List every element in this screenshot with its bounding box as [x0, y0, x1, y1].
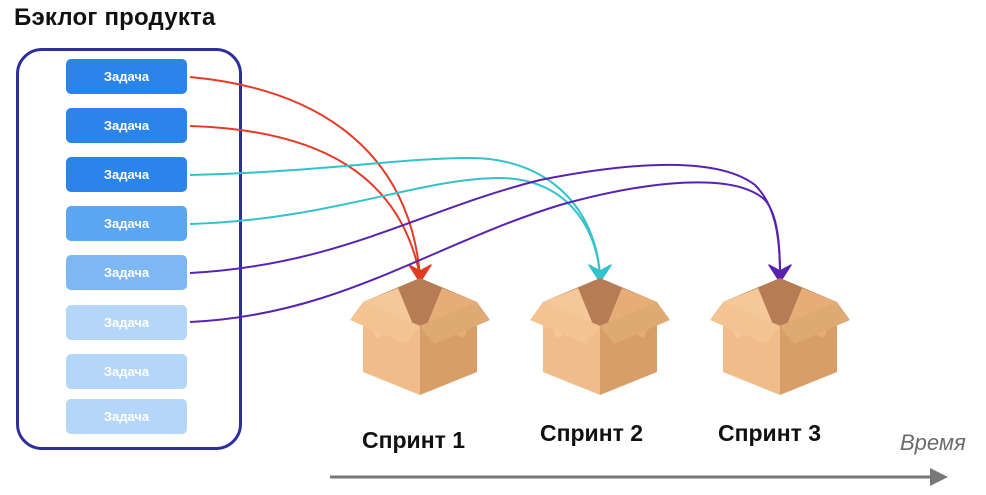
time-axis-label: Время: [900, 430, 966, 455]
sprint-box-3-icon: [710, 278, 850, 395]
backlog-task-4: Задача: [66, 206, 187, 241]
product-backlog-container: [16, 48, 242, 450]
backlog-task-6: Задача: [66, 305, 187, 340]
arrow-task2-to-sprint1: [189, 125, 421, 277]
backlog-task-7: Задача: [66, 354, 187, 389]
backlog-task-2: Задача: [66, 108, 187, 143]
sprint-2-label: Спринт 2: [540, 420, 644, 446]
sprint-box-1-icon: [350, 278, 490, 395]
backlog-task-5: Задача: [66, 255, 187, 290]
backlog-task-8: Задача: [66, 399, 187, 434]
timeline-arrowhead: [930, 468, 948, 486]
backlog-task-3: Задача: [66, 157, 187, 192]
arrow-task4-to-sprint2: [189, 176, 601, 277]
sprint-1-label: Спринт 1: [362, 427, 466, 453]
sprint-box-2-icon: [530, 278, 670, 395]
arrow-task3-to-sprint2: [189, 156, 601, 277]
arrowhead-sprint1: [408, 264, 432, 283]
diagram-title: Бэклог продукта: [14, 4, 216, 31]
arrow-task6-to-sprint3: [189, 181, 781, 323]
arrow-task1-to-sprint1: [189, 76, 421, 277]
arrowhead-sprint3: [768, 264, 792, 283]
sprint-3-label: Спринт 3: [718, 420, 822, 446]
backlog-task-1: Задача: [66, 59, 187, 94]
arrowhead-sprint2: [588, 264, 612, 283]
